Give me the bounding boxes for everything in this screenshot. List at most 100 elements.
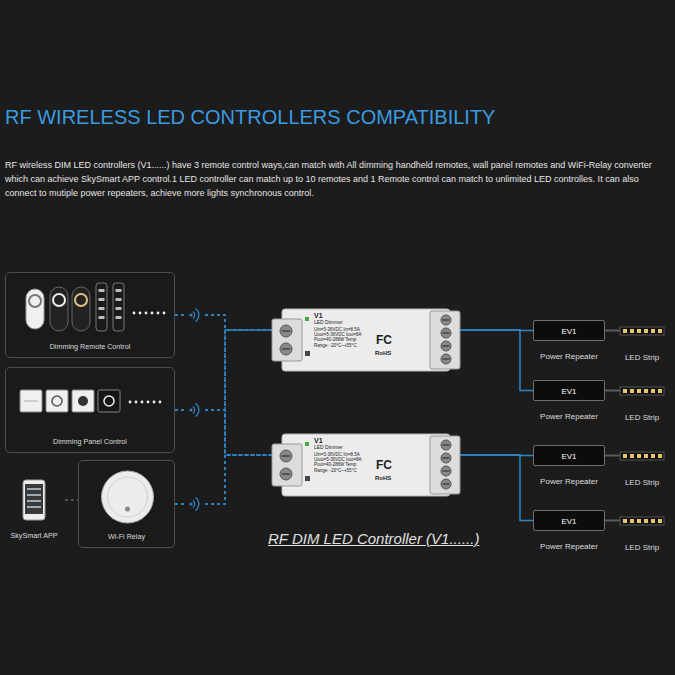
led-chip [637,329,641,333]
node-label: EV1 [534,516,604,525]
wifi-arc [196,404,199,417]
device-print: RoHS [375,350,391,357]
screw-slot [443,457,450,458]
node-label: LED Strip [625,543,659,552]
led-chip [637,389,641,393]
connector-line [460,330,533,391]
screw-slot [443,345,450,346]
remote-button [116,298,122,301]
node-label: LED Strip [625,353,659,362]
led-chip [658,329,662,333]
connector-line [175,330,272,410]
strip-base [620,517,664,525]
connector-line [605,455,620,457]
terminal-screw [280,450,292,462]
led-chip [623,454,627,458]
wifi-arc [193,407,195,414]
description-text: RF wireless DIM LED controllers (V1.....… [5,158,670,200]
connector-line [605,520,620,522]
more-dots [153,401,156,404]
wifi-icon [186,401,204,419]
led-chip [630,389,634,393]
remote-button [99,289,105,292]
more-dots [157,312,160,315]
screw-slot [282,348,290,349]
remote-body [72,287,90,331]
wall-panel [46,390,68,412]
node-art [620,517,664,525]
node-label: Power Repeater [540,542,598,551]
led-chip [623,329,627,333]
strip-base [620,452,664,460]
wifi-icon [186,306,204,324]
remote-body [96,283,107,331]
more-dots [147,401,150,404]
screen-row [27,500,41,502]
connector-line [460,455,533,521]
connector-line [175,315,272,455]
node-label: EV1 [534,451,604,460]
screw-slot [282,455,290,456]
relay-body [102,471,154,523]
remote-button [116,289,122,292]
control-panel: Wi-Fi Relay [78,460,175,548]
page-title: RF WIRELESS LED CONTROLLERS COMPATIBILIT… [5,106,495,129]
node-label: Dimming Panel Control [8,437,172,446]
remote-body [50,287,68,331]
led-chip [644,454,648,458]
controller-device: V1LED DimmerUin=5-36VDC Iin=8.5A Uout=5-… [272,432,460,498]
node-art [272,432,460,498]
led-chip [651,389,655,393]
run-led [305,317,309,321]
power-repeater: EV1Power Repeater [533,445,605,466]
node-art [620,387,664,395]
device-print: Uin=5-36VDC Iin=8.5A Uout=5-36VDC Iout=8… [314,452,366,473]
relay-button [125,507,130,512]
icon-ground [186,495,204,513]
panel-line [24,401,38,402]
led-chip [658,454,662,458]
device-print: FC [376,459,392,473]
node-label: SkySmart APP [3,531,65,540]
screen-row [27,494,41,496]
panel-dial [104,396,114,406]
remote-button [99,307,105,310]
control-panel: Dimming Remote Control [5,272,175,358]
device-print: LED Dimmer [314,320,343,326]
led-chip [658,519,662,523]
screw-slot [443,319,450,320]
wall-panel [98,390,120,412]
screw-slot [282,330,290,331]
connector-line [175,330,272,504]
led-chip [623,519,627,523]
node-label: EV1 [534,326,604,335]
output-terminal [430,436,460,494]
controller-device: V1LED DimmerUin=5-36VDC Iin=8.5A Uout=5-… [272,307,460,373]
led-strip: LED Strip [620,452,664,460]
led-chip [630,454,634,458]
power-repeater: EV1Power Repeater [533,510,605,531]
controller-caption: RF DIM LED Controller (V1......) [268,530,479,547]
remote-button [99,316,105,319]
terminal-screw [441,315,451,325]
wall-panel [20,390,42,412]
power-repeater: EV1Power Repeater [533,380,605,401]
terminal-screw [280,343,292,355]
terminal-screw [441,466,451,476]
screen-row [27,488,41,490]
device-print: V1 [314,437,323,445]
screw-slot [443,332,450,333]
screen-row [27,506,41,508]
remote-button [99,298,105,301]
relay-ring [108,477,148,517]
led-chip [658,389,662,393]
led-chip [644,519,648,523]
node-label: EV1 [534,386,604,395]
wifi-arc [193,312,195,319]
led-chip [623,389,627,393]
remote-button [116,307,122,310]
more-dots [139,312,142,315]
wall-panel [72,390,94,412]
node-art [620,452,664,460]
wifi-icon [186,495,204,513]
